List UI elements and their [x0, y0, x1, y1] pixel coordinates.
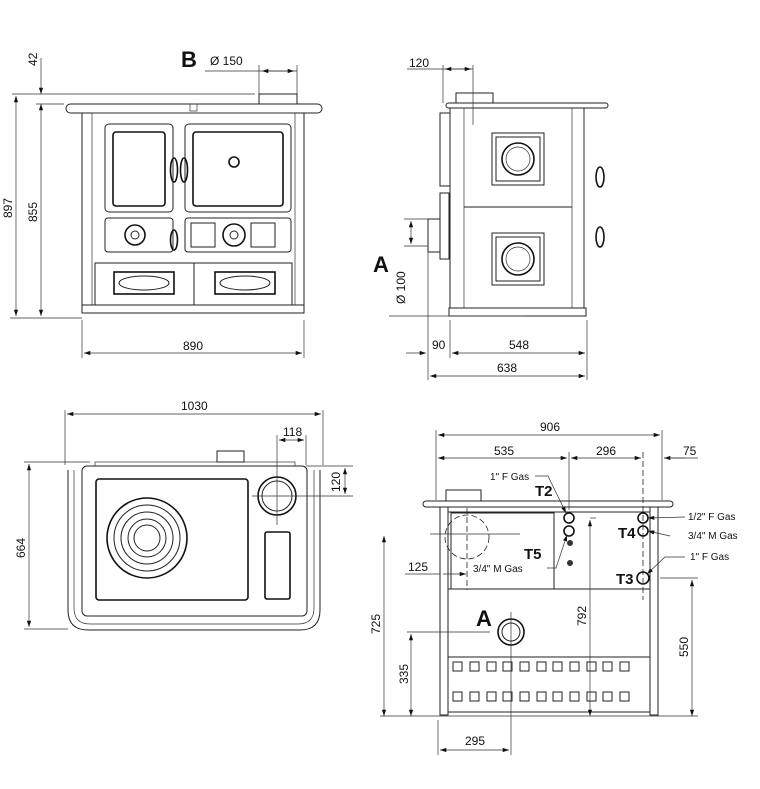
top-rail — [67, 470, 321, 631]
drawer-emblem-icon — [219, 275, 271, 291]
dim-550: 550 — [677, 637, 691, 657]
left-door-window — [112, 131, 166, 207]
front-hob-rail — [65, 103, 323, 114]
t4-spec-bottom: 3/4" M Gas — [688, 531, 738, 542]
oven-door — [184, 123, 292, 213]
label-b: B — [181, 47, 197, 72]
dim-855: 855 — [26, 202, 40, 222]
rear-diameter-label: Ø 100 — [394, 271, 408, 304]
dim-725: 725 — [369, 614, 383, 634]
dim-295: 295 — [465, 734, 485, 748]
dim-90: 90 — [432, 338, 446, 352]
left-door — [104, 123, 174, 213]
rear-vent-grid — [452, 661, 630, 702]
thermometer-icon — [228, 156, 240, 168]
dim-906: 906 — [540, 420, 560, 434]
side-body — [449, 107, 585, 309]
dim-897: 897 — [1, 198, 15, 218]
rear-hob-rail — [422, 500, 674, 508]
t2-label: T2 — [535, 483, 553, 500]
t3-label: T3 — [616, 571, 634, 588]
dim-664: 664 — [14, 538, 28, 558]
rear-upper-panel — [447, 588, 651, 658]
hotplate-ring-icon — [106, 497, 188, 579]
top-view: 1030 118 120 664 — [14, 399, 353, 631]
t4-label: T4 — [618, 525, 636, 542]
dim-top-120: 120 — [329, 472, 343, 492]
t5-connection-icon — [563, 525, 575, 537]
dim-75: 75 — [683, 444, 697, 458]
t2-connection-icon — [563, 512, 575, 524]
front-view: B Ø 150 42 897 855 890 — [1, 47, 323, 358]
dim-638: 638 — [497, 361, 517, 375]
front-base — [81, 304, 305, 314]
side-emblem-icon — [501, 142, 535, 176]
cooking-plate — [95, 478, 249, 601]
rear-flue-collar — [445, 489, 482, 502]
regulator-knob-icon — [222, 223, 246, 247]
top-hob — [81, 465, 308, 617]
flue-outline — [444, 514, 490, 560]
dim-535: 535 — [494, 444, 514, 458]
air-vent-icon — [124, 224, 146, 246]
rear-outlet — [427, 218, 441, 253]
t5-label: T5 — [524, 546, 542, 563]
dim-296: 296 — [596, 444, 616, 458]
t4-spec-top: 1/2" F Gas — [688, 512, 735, 523]
side-handle-icon — [595, 166, 605, 188]
door-handle-icon — [169, 157, 179, 183]
dim-1030: 1030 — [181, 399, 208, 413]
t3-spec: 1" F Gas — [690, 552, 729, 563]
label-a-rear: A — [476, 606, 492, 631]
top-flue-collar — [216, 450, 245, 463]
right-drawer — [193, 262, 293, 306]
label-a-side: A — [373, 252, 389, 277]
ash-door-handle-icon — [169, 229, 179, 251]
rear-right-leg — [649, 506, 659, 716]
oven-window — [192, 131, 284, 207]
top-ash-slot — [264, 531, 291, 600]
dim-118: 118 — [283, 425, 302, 439]
dim-890: 890 — [183, 339, 203, 353]
dim-335: 335 — [397, 664, 411, 684]
t2-spec: 1" F Gas — [490, 472, 529, 483]
door-handle-icon — [179, 157, 189, 183]
dim-548: 548 — [509, 338, 529, 352]
side-view: 120 A Ø 100 90 548 638 — [373, 56, 609, 380]
dim-side-120: 120 — [409, 56, 429, 70]
dim-792: 792 — [575, 606, 589, 626]
front-flue-collar — [258, 93, 298, 105]
rear-view: 906 535 296 75 125 725 335 792 550 295 A… — [369, 420, 738, 755]
rear-left-leg — [439, 506, 449, 716]
dim-125: 125 — [408, 560, 428, 574]
side-handle-icon — [595, 226, 605, 248]
side-flue-collar — [455, 92, 494, 104]
side-emblem-icon — [501, 242, 535, 276]
flue-diameter-label: Ø 150 — [210, 54, 243, 68]
side-base — [448, 307, 587, 317]
t5-spec: 3/4" M Gas — [473, 564, 523, 575]
dim-42: 42 — [26, 52, 40, 66]
drawer-emblem-icon — [118, 275, 170, 291]
